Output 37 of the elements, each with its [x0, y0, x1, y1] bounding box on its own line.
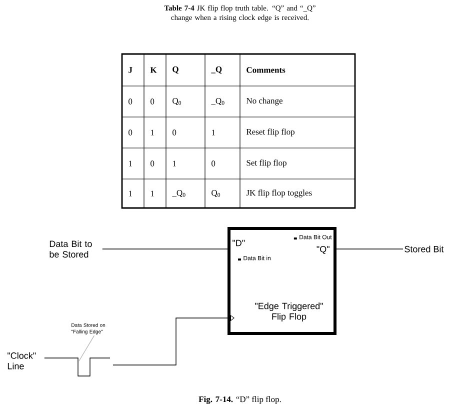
flip-flop-label: "Edge Triggered" Flip Flop [255, 302, 323, 322]
clock-signal-line [44, 358, 110, 376]
table-cell-text: 0 [212, 160, 216, 166]
table-cell-text: No change [246, 98, 282, 106]
signal-line [336, 248, 404, 250]
table-cell-text: 1 [212, 130, 215, 136]
input-label: Data Bit to be Stored [50, 240, 92, 258]
table-cell-text: 0 [128, 130, 132, 136]
table-cell-text: _Q$_{0}$ [172, 190, 186, 197]
pin-label: "D" [232, 240, 245, 246]
table-cell-text: Q$_{0}$ [172, 98, 182, 105]
output-label: Stored Bit [404, 246, 444, 252]
clock-label: "Clock" Line [8, 352, 36, 370]
table-cell-text: 1 [150, 190, 154, 196]
column-header: Comments [246, 67, 286, 73]
figure-caption: Fig. 7-14. “D” flip flop. [198, 396, 281, 404]
column-header: J [128, 67, 132, 73]
table-cell-text: 1 [128, 190, 132, 196]
table-cell-text: Q$_{0}$ [212, 190, 220, 197]
table-cell-text: 0 [172, 130, 176, 136]
clock-signal-line [112, 315, 234, 366]
column-header: _Q [211, 66, 222, 74]
table-cell-text: 0 [150, 98, 154, 104]
leader-line [78, 335, 95, 362]
table-cell-text: 1 [128, 160, 132, 166]
column-header: K [150, 67, 157, 73]
table-cell-text: JK flip flop toggles [246, 190, 312, 198]
table-cell-text: Set flip flop [246, 160, 286, 168]
pin-label: "Q" [316, 246, 330, 254]
table-cell-text: 0 [150, 160, 154, 166]
table-cell-text: 1 [150, 130, 154, 136]
table-cell-text: 0 [128, 98, 132, 104]
column-header: Q [172, 66, 178, 74]
table-cell-text: Reset flip flop [246, 128, 294, 136]
table-cell-text: 1 [172, 160, 176, 166]
table-cell-text: _Q$_{0}$ [211, 98, 224, 105]
signal-line [102, 248, 228, 250]
